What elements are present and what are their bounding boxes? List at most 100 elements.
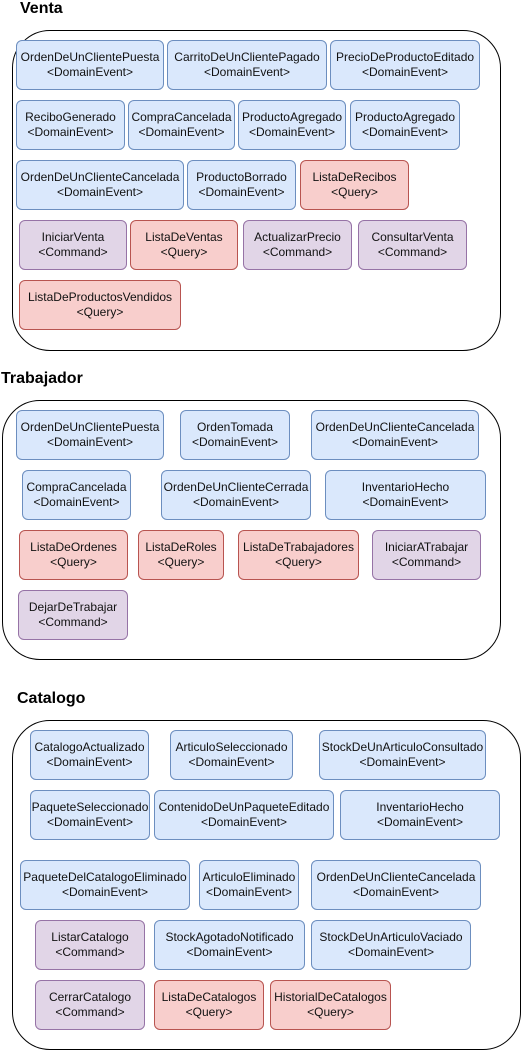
node-orden-de-un-cliente-cancelada[interactable]: OrdenDeUnClienteCancelada <DomainEvent> <box>311 410 479 460</box>
node-inventario-hecho[interactable]: InventarioHecho <DomainEvent> <box>340 790 500 840</box>
node-producto-agregado[interactable]: ProductoAgregado <DomainEvent> <box>238 100 346 150</box>
node-orden-de-un-cliente-puesta[interactable]: OrdenDeUnClientePuesta <DomainEvent> <box>16 40 164 90</box>
node-producto-borrado[interactable]: ProductoBorrado <DomainEvent> <box>187 160 296 210</box>
node-contenido-de-un-paquete-editado[interactable]: ContenidoDeUnPaqueteEditado <DomainEvent… <box>154 790 334 840</box>
node-stereotype: <DomainEvent> <box>248 125 336 139</box>
node-orden-de-un-cliente-cancelada[interactable]: OrdenDeUnClienteCancelada <DomainEvent> <box>311 860 481 910</box>
node-paquete-seleccionado[interactable]: PaqueteSeleccionado <DomainEvent> <box>30 790 150 840</box>
node-name: OrdenTomada <box>196 420 274 434</box>
node-name: IniciarVenta <box>41 230 105 244</box>
node-producto-agregado-2[interactable]: ProductoAgregado <DomainEvent> <box>350 100 460 150</box>
node-name: PaqueteDelCatalogoEliminado <box>23 870 187 884</box>
node-iniciar-a-trabajar[interactable]: IniciarATrabajar <Command> <box>372 530 481 580</box>
node-cerrar-catalogo[interactable]: CerrarCatalogo <Command> <box>35 980 145 1030</box>
node-name: OrdenDeUnClientePuesta <box>20 420 160 434</box>
node-stereotype: <DomainEvent> <box>352 885 440 899</box>
node-paquete-del-catalogo-eliminado[interactable]: PaqueteDelCatalogoEliminado <DomainEvent… <box>20 860 190 910</box>
node-stereotype: <DomainEvent> <box>186 945 273 959</box>
node-name: IniciarATrabajar <box>384 540 469 554</box>
node-orden-de-un-cliente-cerrada[interactable]: OrdenDeUnClienteCerrada <DomainEvent> <box>161 470 311 520</box>
node-stock-de-un-articulo-vaciado[interactable]: StockDeUnArticuloVaciado <DomainEvent> <box>311 920 471 970</box>
node-lista-de-productos-vendidos[interactable]: ListaDeProductosVendidos <Query> <box>19 280 181 330</box>
node-inventario-hecho[interactable]: InventarioHecho <DomainEvent> <box>325 470 486 520</box>
node-consultar-venta[interactable]: ConsultarVenta <Command> <box>358 220 467 270</box>
node-name: ConsultarVenta <box>371 230 454 244</box>
node-name: CarritoDeUnClientePagado <box>174 50 320 64</box>
node-name: DejarDeTrabajar <box>28 600 118 614</box>
node-orden-de-un-cliente-cancelada[interactable]: OrdenDeUnClienteCancelada <DomainEvent> <box>16 160 184 210</box>
node-stereotype: <Query> <box>50 555 97 569</box>
node-stereotype: <DomainEvent> <box>46 815 134 829</box>
node-stereotype: <DomainEvent> <box>351 435 439 449</box>
node-stereotype: <DomainEvent> <box>205 885 293 899</box>
node-catalogo-actualizado[interactable]: CatalogoActualizado <DomainEvent> <box>30 730 149 780</box>
node-name: StockDeUnArticuloConsultado <box>321 740 484 754</box>
node-stereotype: <DomainEvent> <box>46 435 134 449</box>
node-orden-de-un-cliente-puesta[interactable]: OrdenDeUnClientePuesta <DomainEvent> <box>16 410 164 460</box>
node-name: ListaDeProductosVendidos <box>27 290 173 304</box>
node-name: ContenidoDeUnPaqueteEditado <box>158 800 330 814</box>
node-name: OrdenDeUnClienteCancelada <box>20 170 180 184</box>
node-name: CatalogoActualizado <box>34 740 145 754</box>
node-stereotype: <Command> <box>377 245 448 259</box>
node-orden-tomada[interactable]: OrdenTomada <DomainEvent> <box>180 410 290 460</box>
node-stereotype: <Query> <box>160 245 208 259</box>
node-stereotype: <DomainEvent> <box>192 495 280 509</box>
node-compra-cancelada[interactable]: CompraCancelada <DomainEvent> <box>128 100 235 150</box>
node-precio-de-producto-editado[interactable]: PrecioDeProductoEditado <DomainEvent> <box>330 40 480 90</box>
node-name: ListaDeTrabajadores <box>243 540 354 554</box>
node-stereotype: <Command> <box>55 1005 125 1019</box>
node-name: StockDeUnArticuloVaciado <box>319 930 463 944</box>
node-listar-catalogo[interactable]: ListarCatalogo <Command> <box>35 920 145 970</box>
node-stereotype: <DomainEvent> <box>347 945 435 959</box>
node-iniciar-venta[interactable]: IniciarVenta <Command> <box>19 220 127 270</box>
node-stereotype: <Command> <box>262 245 333 259</box>
node-actualizar-precio[interactable]: ActualizarPrecio <Command> <box>243 220 352 270</box>
node-lista-de-trabajadores[interactable]: ListaDeTrabajadores <Query> <box>238 530 359 580</box>
node-name: ReciboGenerado <box>25 110 116 124</box>
node-recibo-generado[interactable]: ReciboGenerado <DomainEvent> <box>16 100 125 150</box>
node-stereotype: <DomainEvent> <box>361 125 449 139</box>
node-name: ProductoBorrado <box>196 170 287 184</box>
node-articulo-eliminado[interactable]: ArticuloEliminado <DomainEvent> <box>199 860 299 910</box>
node-stereotype: <Query> <box>275 555 322 569</box>
node-stereotype: <Query> <box>157 555 205 569</box>
node-articulo-seleccionado[interactable]: ArticuloSeleccionado <DomainEvent> <box>170 730 293 780</box>
node-lista-de-recibos[interactable]: ListaDeRecibos <Query> <box>300 160 409 210</box>
node-compra-cancelada[interactable]: CompraCancelada <DomainEvent> <box>22 470 131 520</box>
node-carrito-de-un-cliente-pagado[interactable]: CarritoDeUnClientePagado <DomainEvent> <box>167 40 327 90</box>
node-stereotype: <Query> <box>76 305 124 319</box>
node-stereotype: <Command> <box>391 555 462 569</box>
node-name: ActualizarPrecio <box>254 230 341 244</box>
node-name: PaqueteSeleccionado <box>31 800 149 814</box>
node-lista-de-catalogos[interactable]: ListaDeCatalogos <Query> <box>154 980 264 1030</box>
node-name: ListaDeRoles <box>145 540 217 554</box>
node-stereotype: <Query> <box>331 185 378 199</box>
node-name: OrdenDeUnClientePuesta <box>20 50 160 64</box>
node-lista-de-roles[interactable]: ListaDeRoles <Query> <box>138 530 224 580</box>
node-stock-agotado-notificado[interactable]: StockAgotadoNotificado <DomainEvent> <box>154 920 305 970</box>
node-name: ListarCatalogo <box>51 930 129 944</box>
node-name: ListaDeRecibos <box>312 170 397 184</box>
node-stereotype: <DomainEvent> <box>33 495 120 509</box>
node-name: InventarioHecho <box>376 800 464 814</box>
node-stereotype: <Command> <box>38 615 108 629</box>
node-name: PrecioDeProductoEditado <box>335 50 475 64</box>
node-name: ListaDeVentas <box>145 230 223 244</box>
node-name: CompraCancelada <box>131 110 232 124</box>
node-stereotype: <DomainEvent> <box>46 755 133 769</box>
node-dejar-de-trabajar[interactable]: DejarDeTrabajar <Command> <box>18 590 128 640</box>
node-lista-de-ordenes[interactable]: ListaDeOrdenes <Query> <box>19 530 128 580</box>
node-name: ProductoAgregado <box>354 110 456 124</box>
node-name: OrdenDeUnClienteCerrada <box>163 480 309 494</box>
node-name: OrdenDeUnClienteCancelada <box>315 420 475 434</box>
node-historial-de-catalogos[interactable]: HistorialDeCatalogos <Query> <box>270 980 391 1030</box>
node-stock-de-un-articulo-consultado[interactable]: StockDeUnArticuloConsultado <DomainEvent… <box>319 730 486 780</box>
node-stereotype: <Command> <box>38 245 108 259</box>
node-stereotype: <DomainEvent> <box>361 65 449 79</box>
node-lista-de-ventas[interactable]: ListaDeVentas <Query> <box>130 220 238 270</box>
node-name: InventarioHecho <box>361 480 450 494</box>
node-stereotype: <Command> <box>55 945 125 959</box>
node-name: ProductoAgregado <box>241 110 343 124</box>
node-stereotype: <DomainEvent> <box>46 65 134 79</box>
